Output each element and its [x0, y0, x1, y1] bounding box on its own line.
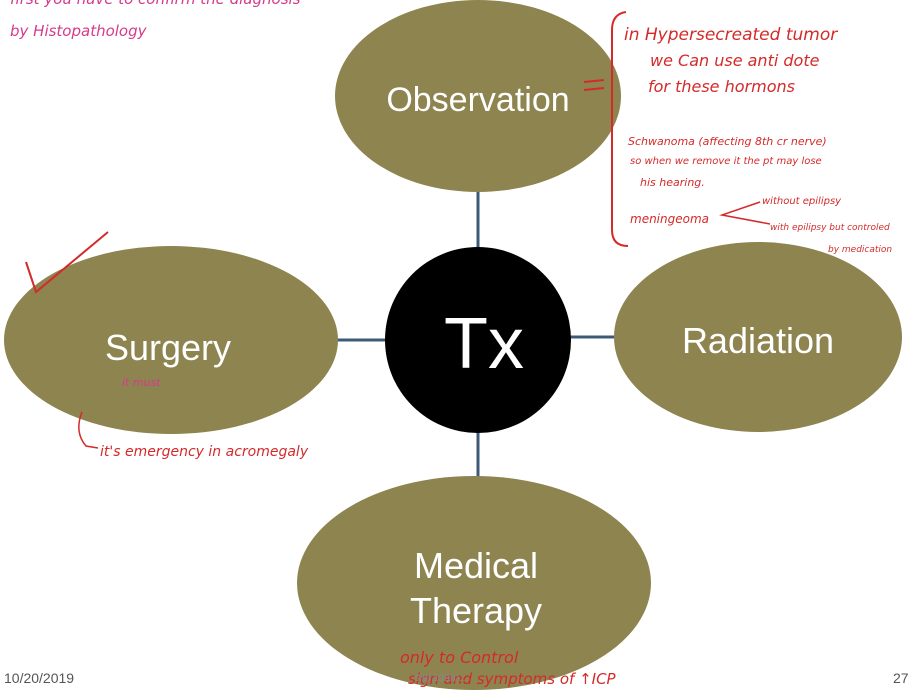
observation-note-8: without epilipsy — [762, 196, 842, 207]
observation-equals-bottom — [583, 87, 605, 91]
observation-label: Observation — [386, 81, 569, 119]
annotation-top-left-line1: first you have to confirm the diagnosis — [10, 0, 301, 8]
observation-note-7: meningeoma — [630, 212, 709, 226]
footer-center-text: sigradam... — [414, 672, 469, 684]
observation-note-bracket — [611, 11, 629, 247]
surgery-label: Surgery — [105, 327, 231, 368]
radiation-label: Radiation — [682, 320, 834, 361]
observation-note-3: for these hormons — [648, 77, 795, 96]
observation-note-2: we Can use anti dote — [650, 51, 820, 70]
observation-note-1: in Hypersecreated tumor — [624, 25, 838, 45]
medical-therapy-node: Medical Therapy — [297, 476, 651, 690]
center-tx-label: Tx — [444, 304, 524, 384]
footer-date: 10/20/2019 — [4, 670, 75, 686]
surgery-node: Surgery — [4, 246, 338, 434]
observation-note-10: by medication — [828, 245, 892, 255]
meningeoma-branch — [719, 201, 771, 225]
footer-page-number: 27 — [893, 670, 909, 686]
observation-note-5: so when we remove it the pt may lose — [630, 156, 822, 167]
medical-note-2: sign and symptoms of ↑ICP — [408, 670, 617, 688]
surgery-sub-note: it must — [122, 376, 161, 389]
center-tx-node: Tx — [385, 247, 571, 433]
medical-therapy-label-line1: Medical — [414, 545, 538, 586]
surgery-note: it's emergency in acromegaly — [100, 444, 309, 460]
observation-equals-top — [583, 79, 605, 83]
annotation-top-left-line2: by Histopathology — [10, 22, 148, 40]
observation-note-6: his hearing. — [640, 176, 705, 189]
observation-note-4: Schwanoma (affecting 8th cr nerve) — [628, 135, 827, 148]
radiation-node: Radiation — [614, 242, 902, 432]
medical-note-1: only to Control — [400, 648, 519, 667]
surgery-note-arrow — [78, 411, 99, 449]
medical-therapy-label-line2: Therapy — [410, 590, 542, 631]
observation-note-9: with epilipsy but controled — [770, 223, 890, 233]
observation-node: Observation — [335, 0, 621, 192]
surgery-checkmark — [25, 231, 109, 294]
